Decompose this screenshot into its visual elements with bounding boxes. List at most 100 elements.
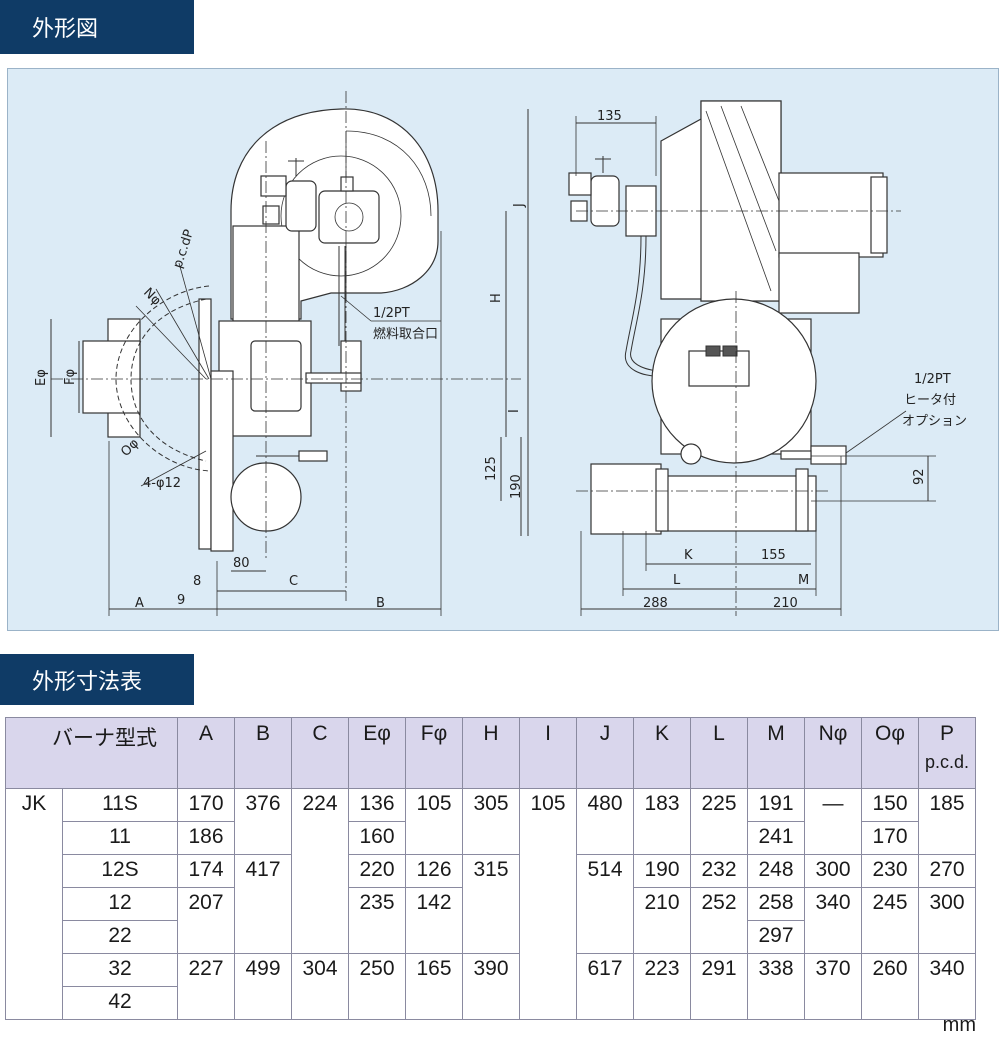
left-view bbox=[50, 91, 529, 616]
model-cell: 22 bbox=[62, 920, 178, 954]
label-190: 190 bbox=[509, 474, 524, 499]
label-210: 210 bbox=[773, 596, 798, 611]
label-135: 135 bbox=[597, 109, 622, 124]
label-288: 288 bbox=[643, 596, 668, 611]
cell-l: 232 bbox=[690, 854, 748, 888]
cell-n: — bbox=[804, 788, 862, 855]
cell-e: 235 bbox=[348, 887, 406, 954]
header-p-sub: p.c.d. bbox=[924, 752, 970, 772]
cell-o: 260 bbox=[861, 953, 919, 1020]
cell-o: 170 bbox=[861, 821, 919, 855]
cell-a: 227 bbox=[177, 953, 235, 1020]
outline-drawing-title: 外形図 bbox=[32, 17, 99, 42]
cell-m: 258 bbox=[747, 887, 805, 921]
right-view bbox=[568, 100, 936, 616]
cell-h: 315 bbox=[462, 854, 520, 954]
cell-b: 417 bbox=[234, 854, 292, 954]
label-o-phi: Oφ bbox=[118, 436, 142, 460]
unit-label: mm bbox=[942, 1014, 976, 1036]
model-cell: 11 bbox=[62, 821, 178, 855]
cell-c: 224 bbox=[291, 788, 349, 954]
label-125: 125 bbox=[484, 456, 499, 481]
header-m: M bbox=[747, 717, 805, 789]
label-9: 9 bbox=[177, 593, 185, 608]
header-h: H bbox=[462, 717, 520, 789]
cell-k: 223 bbox=[633, 953, 691, 1020]
header-n: Nφ bbox=[804, 717, 862, 789]
cell-f: 165 bbox=[405, 953, 463, 1020]
cell-p: 270 bbox=[918, 854, 976, 888]
cell-h: 390 bbox=[462, 953, 520, 1020]
label-m: M bbox=[798, 573, 809, 588]
header-b: B bbox=[234, 717, 292, 789]
cell-a: 170 bbox=[177, 788, 235, 822]
label-92: 92 bbox=[912, 468, 927, 485]
header-c: C bbox=[291, 717, 349, 789]
dimension-table-title: 外形寸法表 bbox=[32, 669, 143, 695]
header-l: L bbox=[690, 717, 748, 789]
cell-o: 150 bbox=[861, 788, 919, 822]
model-cell: 12S bbox=[62, 854, 178, 888]
table-row: 12S 174 417 220 126 315 514 190 232 248 … bbox=[6, 854, 976, 954]
label-heater-thread: 1/2PT bbox=[914, 372, 951, 387]
label-pcd-p: p.c.dP bbox=[171, 228, 198, 271]
cell-f: 126 bbox=[405, 854, 463, 888]
cell-h: 305 bbox=[462, 788, 520, 855]
cell-j: 514 bbox=[576, 854, 634, 954]
cell-f: 142 bbox=[405, 887, 463, 954]
outline-drawing-header: 外形図 bbox=[0, 0, 194, 54]
cell-e: 136 bbox=[348, 788, 406, 822]
outline-drawing: p.c.dP Nφ Eφ Fφ Oφ 4-φ12 1/2PT 燃料取合口 J H… bbox=[34, 91, 967, 616]
cell-o: 245 bbox=[861, 887, 919, 954]
table-row: 12 207 235 142 210 252 258 340 245 300 bbox=[6, 887, 976, 954]
cell-i: 105 bbox=[519, 788, 577, 1020]
header-i: I bbox=[519, 717, 577, 789]
model-cell: 32 bbox=[62, 953, 178, 987]
header-p-label: P bbox=[939, 722, 954, 745]
label-f-phi: Fφ bbox=[63, 369, 78, 385]
cell-b: 376 bbox=[234, 788, 292, 855]
model-cell: 12 bbox=[62, 887, 178, 921]
cell-o: 230 bbox=[861, 854, 919, 888]
cell-p: 300 bbox=[918, 887, 976, 954]
cell-j: 480 bbox=[576, 788, 634, 855]
cell-m: 248 bbox=[747, 854, 805, 888]
label-fuel-inlet: 燃料取合口 bbox=[373, 326, 438, 342]
cell-f: 105 bbox=[405, 788, 463, 855]
cell-a: 186 bbox=[177, 821, 235, 855]
label-heater: ヒータ付 bbox=[904, 393, 956, 408]
cell-m: 191 bbox=[747, 788, 805, 822]
label-j: J bbox=[512, 203, 527, 208]
cell-l: 252 bbox=[690, 887, 748, 954]
table-row: 42 bbox=[6, 986, 976, 1020]
label-8: 8 bbox=[193, 574, 201, 589]
cell-e: 160 bbox=[348, 821, 406, 855]
dimension-table-header: 外形寸法表 bbox=[0, 654, 194, 705]
series-cell: JK bbox=[5, 788, 63, 1020]
cell-c: 304 bbox=[291, 953, 349, 1020]
label-option: オプション bbox=[902, 414, 967, 429]
label-4-phi12: 4-φ12 bbox=[143, 476, 181, 491]
table-row: 22 297 bbox=[6, 920, 976, 954]
model-cell: 11S bbox=[62, 788, 178, 822]
label-155: 155 bbox=[761, 548, 786, 563]
label-e-phi: Eφ bbox=[34, 369, 49, 386]
label-a: A bbox=[135, 596, 144, 611]
cell-m: 297 bbox=[747, 920, 805, 954]
cell-m: 241 bbox=[747, 821, 805, 855]
label-k: K bbox=[684, 548, 693, 563]
outline-drawing-panel: p.c.dP Nφ Eφ Fφ Oφ 4-φ12 1/2PT 燃料取合口 J H… bbox=[7, 68, 999, 631]
table-row: 11 186 160 241 170 bbox=[6, 821, 976, 855]
header-o: Oφ bbox=[861, 717, 919, 789]
table-row: 32 227 499 304 250 165 390 617 223 291 3… bbox=[6, 953, 976, 1020]
label-n-phi: Nφ bbox=[140, 285, 164, 309]
label-fuel-thread: 1/2PT bbox=[373, 306, 410, 321]
label-l: L bbox=[673, 573, 681, 588]
label-i: I bbox=[507, 409, 522, 413]
header-model: バーナ型式 bbox=[5, 717, 178, 789]
header-a: A bbox=[177, 717, 235, 789]
right-view-labels: 135 1/2PT ヒータ付 オプション 92 K 155 L M 288 21… bbox=[597, 109, 967, 611]
